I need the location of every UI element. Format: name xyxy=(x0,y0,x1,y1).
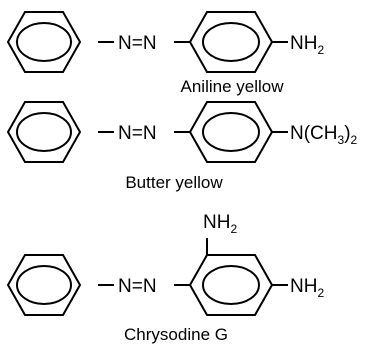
aromatic-circle-right xyxy=(202,112,260,152)
azo-group-label: N=N xyxy=(118,123,157,144)
substituent-label: NH2 xyxy=(290,33,324,57)
aromatic-circle-left xyxy=(16,112,72,152)
structure-name: Chrysodine G xyxy=(124,325,228,344)
top-substituent-label: NH2 xyxy=(203,212,237,236)
structure-name: Aniline yellow xyxy=(181,77,285,96)
azo-group-label: N=N xyxy=(118,276,157,297)
benzene-ring-left xyxy=(6,101,82,163)
azo-group-label: N=N xyxy=(118,33,157,54)
substituent-label: NH2 xyxy=(290,276,324,300)
benzene-ring-left xyxy=(6,11,82,73)
benzene-ring-left xyxy=(6,254,82,316)
aromatic-circle-right xyxy=(202,22,260,62)
substituent-label: N(CH3)2 xyxy=(290,123,358,147)
aromatic-circle-right xyxy=(202,265,260,305)
structure-chrysodine-g: N=N NH2 NH2 Chrysodine G xyxy=(6,212,324,344)
aromatic-circle-left xyxy=(16,265,72,305)
structure-butter-yellow: N=N N(CH3)2 Butter yellow xyxy=(6,101,358,192)
aromatic-circle-left xyxy=(16,22,72,62)
structure-aniline-yellow: N=N NH2 Aniline yellow xyxy=(6,11,324,96)
structure-name: Butter yellow xyxy=(125,173,223,192)
